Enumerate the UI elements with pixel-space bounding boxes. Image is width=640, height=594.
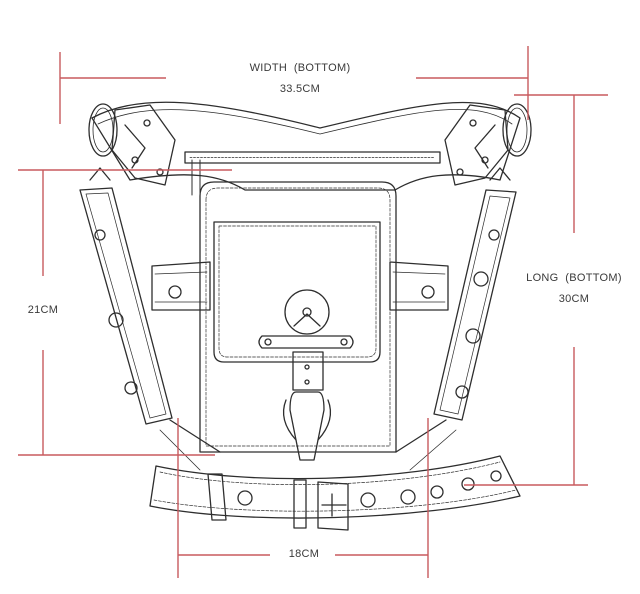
- long-title: LONG (BOTTOM): [526, 272, 622, 284]
- left-strap: [79, 187, 173, 425]
- width-label: WIDTH (BOTTOM) 33.5CM: [212, 58, 388, 100]
- width-title: WIDTH (BOTTOM): [249, 62, 351, 74]
- belt-loop-left: [207, 473, 227, 521]
- zipper: [184, 151, 441, 164]
- bag-flap: [213, 221, 381, 363]
- belt-loop-center: [293, 479, 307, 529]
- leg-belt: [149, 455, 521, 519]
- bag-body: [199, 181, 397, 453]
- belt-buckle: [317, 481, 349, 531]
- front-buckle: [292, 351, 324, 391]
- left-side-tab: [151, 261, 211, 311]
- front-tab: [289, 391, 325, 461]
- long-value: 30CM: [558, 293, 590, 305]
- width-value: 33.5CM: [279, 83, 321, 95]
- right-strap: [433, 189, 517, 421]
- depth-value: 18CM: [288, 548, 320, 560]
- height-label: 21CM: [8, 300, 78, 321]
- long-label: LONG (BOTTOM) 30CM: [506, 268, 640, 310]
- depth-label: 18CM: [266, 544, 342, 565]
- left-ring: [88, 103, 118, 157]
- right-ring: [502, 103, 532, 157]
- height-value: 21CM: [27, 304, 59, 316]
- lock-bar: [258, 335, 354, 349]
- lock-disc: [284, 289, 330, 335]
